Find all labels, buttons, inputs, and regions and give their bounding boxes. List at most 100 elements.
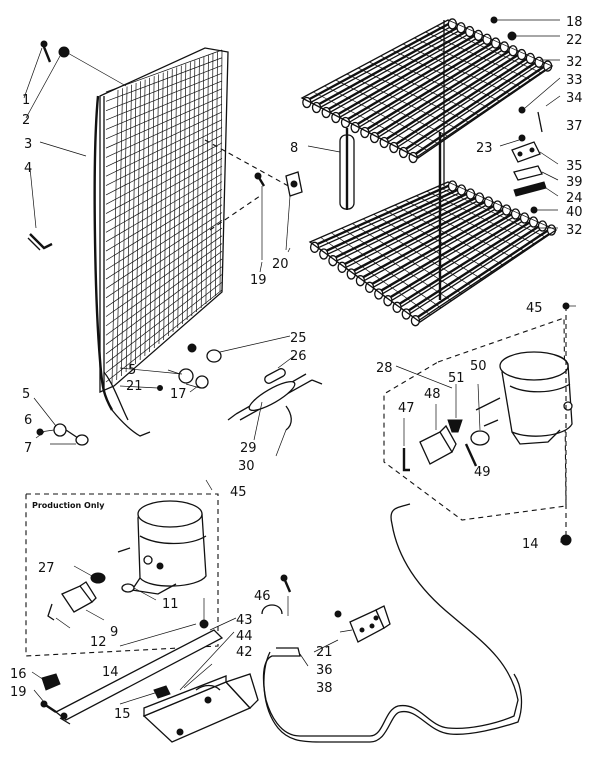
screw-19 (254, 172, 266, 260)
callout-43: 43 (236, 613, 253, 628)
condenser-tube (105, 72, 223, 121)
evaporator-fin (369, 61, 480, 116)
callout-5a: 5 (128, 363, 136, 378)
strap-39 (513, 165, 543, 181)
evaporator-tube (359, 202, 499, 280)
condenser-wire (186, 62, 191, 321)
evaporator-tube (325, 33, 470, 116)
callout-21a: 21 (126, 379, 143, 394)
callout-32b: 32 (566, 223, 583, 238)
condenser-wire (177, 65, 182, 329)
callout-labels: 1 2 3 4 5 21 17 5 6 7 8 19 20 25 26 29 3… (10, 15, 583, 722)
callout-14a: 14 (522, 537, 539, 552)
condenser-tube (105, 65, 223, 112)
grommet-27 (90, 572, 106, 584)
drier-filter (227, 355, 323, 457)
callout-42: 42 (236, 645, 253, 660)
condenser-tube (105, 212, 223, 289)
callout-18: 18 (566, 15, 583, 30)
evaporator-fin (352, 223, 463, 294)
discharge-tube (262, 503, 523, 743)
callout-38: 38 (316, 681, 333, 696)
screw-1 (40, 40, 52, 63)
evaporator-fin (380, 55, 491, 109)
screw-40 (530, 206, 538, 214)
evaporator-tube (306, 20, 453, 102)
bracket-35 (511, 141, 541, 163)
fitting-5-6-7 (36, 423, 89, 446)
callout-24: 24 (566, 191, 583, 206)
condenser-wire (111, 89, 119, 385)
evaporator-tube (332, 190, 472, 260)
condenser-tube (105, 142, 223, 205)
clip-47 (402, 418, 410, 472)
callout-3: 3 (24, 137, 32, 152)
bracket-20 (285, 171, 303, 251)
production-only-box (25, 493, 219, 657)
evaporator-tube (335, 36, 479, 121)
evaporator-fin (331, 232, 442, 309)
evaporator-tube (323, 191, 462, 257)
condenser-wire (172, 67, 178, 333)
callout-34: 34 (566, 91, 583, 106)
condenser-wire (116, 88, 123, 381)
callout-25: 25 (290, 331, 307, 346)
evaporator-fin (391, 49, 501, 102)
evaporator-tube (364, 43, 505, 132)
screw-37 (537, 111, 543, 133)
evaporator-upper (300, 18, 554, 164)
evaporator-fin (324, 85, 439, 145)
condenser-wire (182, 63, 187, 325)
evaporator-tube (364, 48, 505, 136)
callout-29: 29 (240, 441, 257, 456)
evaporator-bend (328, 255, 338, 267)
evaporator-fin (437, 186, 546, 238)
evaporator-tube (350, 198, 490, 274)
condenser-tube (105, 49, 223, 93)
evaporator-tube (378, 210, 517, 294)
evaporator-bend (337, 261, 347, 273)
production-only-label: Production Only (32, 501, 105, 510)
condenser-tube (105, 220, 223, 299)
evaporator-tube (354, 44, 497, 131)
callout-1: 1 (22, 93, 30, 108)
condenser-tube (105, 181, 223, 252)
cap-49 (464, 443, 478, 467)
evaporator-bend (392, 301, 402, 313)
callout-8: 8 (290, 141, 298, 156)
callout-26: 26 (290, 349, 307, 364)
evaporator-tube (414, 227, 553, 320)
callout-48: 48 (424, 387, 441, 402)
evaporator-fin (426, 190, 536, 245)
grommet-22 (507, 31, 517, 41)
evaporator-tube (360, 207, 498, 284)
terminal-cover-50 (470, 383, 490, 446)
evaporator-fin (402, 43, 511, 95)
condenser-tube (105, 134, 223, 196)
evaporator-tube (412, 63, 549, 157)
evaporator-tube (341, 194, 481, 267)
condenser-tube (105, 103, 223, 158)
callout-32a: 32 (566, 55, 583, 70)
condenser-tube (105, 119, 223, 177)
clip-44 (153, 685, 171, 699)
condenser-wire (149, 76, 155, 353)
condenser-tube (105, 251, 223, 336)
evaporator-fin (357, 67, 470, 123)
condenser-tube (105, 266, 223, 355)
evaporator-fin (405, 200, 515, 259)
evaporator-tube (403, 63, 540, 156)
callout-45a: 45 (526, 301, 543, 316)
evaporator-tube (332, 195, 471, 264)
evaporator-tube (393, 59, 531, 151)
evaporator-fin (415, 195, 525, 252)
callout-16: 16 (10, 667, 27, 682)
evaporator-fin (341, 227, 452, 302)
evaporator-tube (396, 218, 535, 307)
overload-51 (447, 419, 463, 433)
evaporator-tube (345, 40, 488, 126)
evaporator-fin (362, 218, 473, 287)
evaporator-fin (414, 37, 522, 88)
